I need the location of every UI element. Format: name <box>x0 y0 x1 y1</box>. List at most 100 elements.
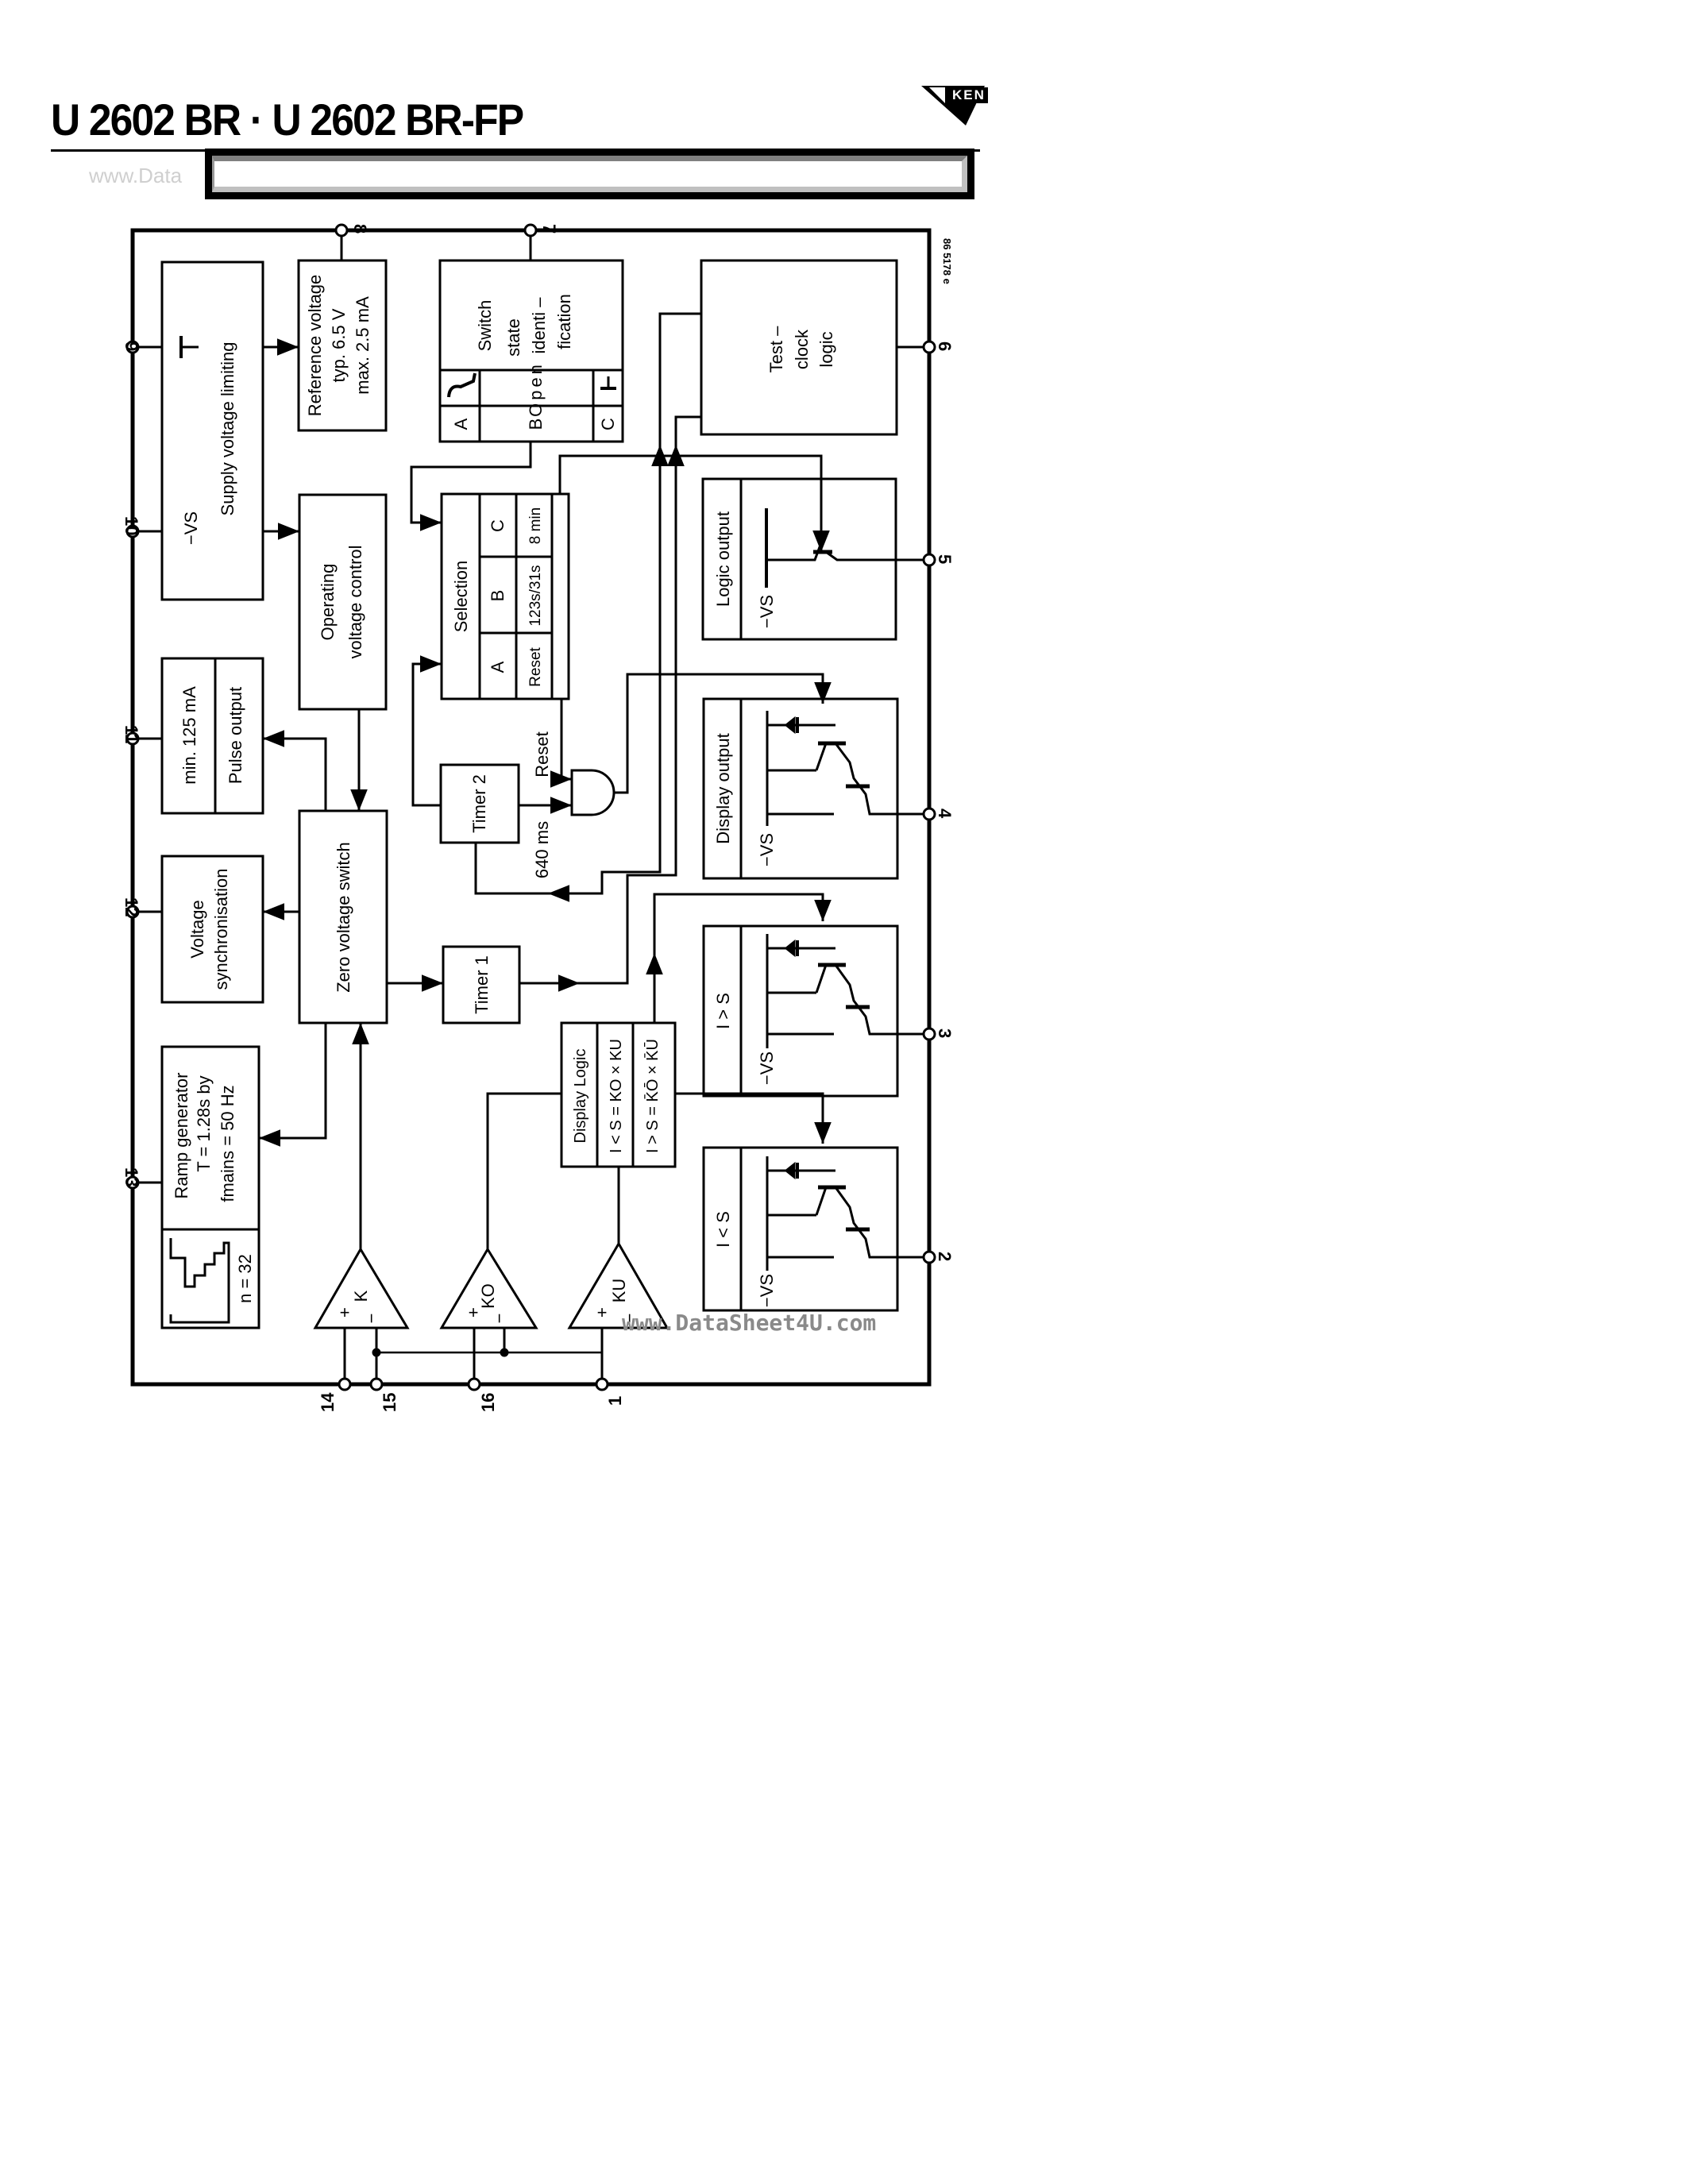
pin-15-terminal <box>369 1377 384 1391</box>
display-output-label: Display output <box>713 733 733 843</box>
switch-line4: fication <box>554 294 574 349</box>
pin-10-terminal <box>125 524 140 538</box>
comparator-ko-minus: − <box>489 1314 509 1324</box>
selection-col-c: C <box>488 519 507 532</box>
comparator-ku-minus: − <box>619 1314 639 1324</box>
i-gt-s-label: I > S <box>713 993 733 1029</box>
timer2-delay: 640 ms <box>532 821 552 878</box>
pin-label-14: 14 <box>318 1392 338 1412</box>
test-clock-line3: logic <box>816 331 836 367</box>
switch-line3: identi – <box>529 297 549 354</box>
comparator-k <box>313 1247 410 1329</box>
block-operating-voltage-control <box>298 493 388 711</box>
supply-label: Supply voltage limiting <box>218 342 237 516</box>
test-clock-line1: Test – <box>766 326 786 372</box>
block-timer-1 <box>442 945 521 1024</box>
selection-col-b: B <box>488 590 507 602</box>
selection-col-a: A <box>488 661 507 673</box>
switch-col-c: C <box>598 418 618 430</box>
pin-label-1: 1 <box>605 1396 625 1406</box>
i-lt-s-label: I < S <box>713 1211 733 1248</box>
logic-output-label: Logic output <box>713 511 733 607</box>
ramp-line2: T = 1.28s by <box>194 1075 214 1171</box>
pin-2-terminal <box>922 1250 936 1264</box>
switch-icon <box>447 372 477 398</box>
pin-label-4: 4 <box>935 808 955 819</box>
pin-13-terminal <box>125 1175 140 1190</box>
sync-line2: synchronisation <box>211 869 231 990</box>
ramp-line3: fmains = 50 Hz <box>218 1085 237 1202</box>
pin-8-terminal <box>334 223 349 237</box>
switch-col-a: A <box>451 418 471 430</box>
and-gate-icon <box>570 769 615 816</box>
timer2-reset: Reset <box>532 731 552 777</box>
pin-3-terminal <box>922 1027 936 1041</box>
operating-line1: Operating <box>318 564 338 641</box>
pin-label-7: 7 <box>539 224 559 233</box>
operating-line2: voltage control <box>345 545 365 658</box>
block-display-output <box>702 697 899 880</box>
switch-line1: Switch <box>475 300 495 352</box>
comparator-ku-plus: + <box>597 1302 608 1322</box>
pin-label-11: 11 <box>122 725 141 743</box>
banner-inner <box>212 156 967 192</box>
block-voltage-synchronisation <box>160 855 264 1004</box>
selection-title: Selection <box>451 561 471 633</box>
comparator-k-name: K <box>351 1290 371 1302</box>
logic-output-vs: −VS <box>757 595 777 628</box>
watermark-datasheet4u: www.DataSheet4U.com <box>622 1310 876 1336</box>
pin-label-16: 16 <box>478 1393 498 1412</box>
selection-val-c: 8 min <box>527 507 544 544</box>
logic-row1: I < S = KO × KU <box>608 1039 625 1153</box>
pin-label-3: 3 <box>935 1028 955 1038</box>
ramp-n: n = 32 <box>235 1254 255 1303</box>
comparator-ko-plus: + <box>469 1302 479 1322</box>
test-clock-line2: clock <box>792 329 812 369</box>
pin-12-terminal <box>125 905 140 919</box>
selection-val-a: Reset <box>527 646 544 686</box>
pin-label-10: 10 <box>122 516 141 535</box>
block-supply-voltage-limiting <box>160 260 264 601</box>
i-lt-s-vs: −VS <box>757 1274 777 1307</box>
pulse-line2: Pulse output <box>226 687 245 784</box>
supply-vs-label: −VS <box>181 511 201 545</box>
pin-label-2: 2 <box>935 1252 955 1261</box>
block-selection <box>440 492 570 700</box>
timer2-label: Timer 2 <box>469 774 489 833</box>
block-timer-2 <box>439 763 520 844</box>
pin-label-5: 5 <box>935 554 955 564</box>
pin-5-terminal <box>922 553 936 567</box>
logo-text: KEN <box>950 87 988 103</box>
ref-line3: max. 2.5 mA <box>353 296 372 395</box>
staircase-waveform-icon <box>169 1238 230 1324</box>
block-ramp-generator <box>160 1045 260 1329</box>
pin-9-terminal <box>125 340 140 354</box>
watermark-top: www.Data <box>89 164 183 187</box>
ramp-line1: Ramp generator <box>172 1073 191 1199</box>
logic-row2: I > S = K̄Ō × K̄Ū <box>643 1039 662 1153</box>
block-i-less-s <box>702 1146 899 1312</box>
drawing-code: 86 5178 e <box>941 238 953 284</box>
pin-label-9: 9 <box>122 341 141 351</box>
pin-1-terminal <box>595 1377 609 1391</box>
comparator-ko-name: KO <box>478 1283 498 1309</box>
ref-line2: typ. 6.5 V <box>329 308 349 382</box>
switch-line2: state <box>504 318 523 357</box>
pin-label-15: 15 <box>380 1393 399 1412</box>
pulse-line1: min. 125 mA <box>179 686 199 785</box>
pin-11-terminal <box>125 731 140 746</box>
switch-col-b: B <box>526 419 546 430</box>
block-zero-voltage-switch <box>298 809 388 1024</box>
pin-16-terminal <box>467 1377 481 1391</box>
comparator-ku <box>567 1241 669 1329</box>
pin-14-terminal <box>338 1377 352 1391</box>
switch-open: Open <box>526 361 546 417</box>
comparator-ku-name: KU <box>609 1279 629 1303</box>
pin-label-6: 6 <box>935 341 955 351</box>
comparator-k-plus: + <box>340 1302 350 1322</box>
sync-line1: Voltage <box>187 900 207 958</box>
pin-label-8: 8 <box>350 224 370 233</box>
pin-7-terminal <box>523 223 538 237</box>
selection-val-b: 123s/31s <box>527 565 544 626</box>
